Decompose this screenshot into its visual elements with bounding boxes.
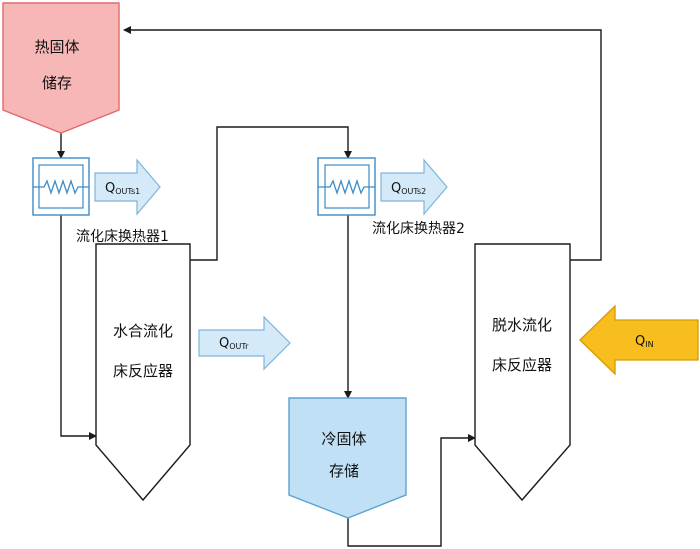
heat-exchanger-2-coil-icon xyxy=(318,178,375,196)
heat-exchanger-2 xyxy=(317,157,376,216)
dehydration-reactor-shape xyxy=(474,243,571,502)
q-out-s2-text: QOUTs2 xyxy=(391,181,426,196)
q-out-r-main: Q xyxy=(219,336,229,351)
cold-storage-line1: 冷固体 xyxy=(321,430,366,448)
hot-storage: 热固体 储存 xyxy=(2,2,120,134)
q-out-s1-arrow: QOUTs1 xyxy=(94,158,161,216)
q-in-arrow-shape xyxy=(579,304,699,376)
hot-storage-line1: 热固体 xyxy=(34,38,79,56)
q-in-arrow: QIN xyxy=(579,304,699,376)
q-out-s2-main: Q xyxy=(391,181,401,196)
q-out-s1-main: Q xyxy=(105,181,115,196)
dehydration-reactor: 脱水流化 床反应器 xyxy=(474,243,571,502)
heat-exchanger-1-label: 流化床换热器1 xyxy=(76,228,169,245)
flow-lines xyxy=(57,26,602,547)
q-out-s1-text: QOUTs1 xyxy=(105,181,140,196)
heat-exchanger-2-label: 流化床换热器2 xyxy=(372,220,465,237)
line-hx1-to-hydration-reactor xyxy=(60,215,97,440)
hydration-reactor: 水合流化 床反应器 xyxy=(95,243,191,502)
q-out-r-sub: OUTr xyxy=(229,342,249,351)
cold-storage-shape xyxy=(288,397,407,519)
line-dehydration-to-hot xyxy=(123,26,602,261)
line-cold-to-dehydration xyxy=(347,434,476,547)
q-out-s2-arrow-shape xyxy=(380,158,448,216)
hot-storage-line2: 储存 xyxy=(42,74,72,92)
hot-storage-shape xyxy=(2,2,120,134)
q-out-s2-sub: OUTs2 xyxy=(401,187,426,196)
q-out-r-arrow-shape xyxy=(198,315,291,371)
q-in-main: Q xyxy=(635,334,645,349)
q-in-text: QIN xyxy=(635,334,654,349)
hydration-reactor-line2: 床反应器 xyxy=(113,362,173,380)
hydration-reactor-line1: 水合流化 xyxy=(113,322,173,340)
heat-exchanger-1 xyxy=(32,157,90,216)
cold-storage-line2: 存储 xyxy=(329,462,359,480)
hydration-reactor-shape xyxy=(95,243,191,502)
cold-storage: 冷固体 存储 xyxy=(288,397,407,519)
q-out-s1-sub: OUTs1 xyxy=(115,187,140,196)
q-out-r-text: QOUTr xyxy=(219,336,249,351)
q-out-s1-arrow-shape xyxy=(94,158,161,216)
line-hydration-to-hx2 xyxy=(190,126,352,261)
dehydration-reactor-line2: 床反应器 xyxy=(492,356,552,374)
q-out-s2-arrow: QOUTs2 xyxy=(380,158,448,216)
dehydration-reactor-line1: 脱水流化 xyxy=(492,316,552,334)
q-out-r-arrow: QOUTr xyxy=(198,315,291,371)
q-in-sub: IN xyxy=(645,340,653,349)
heat-exchanger-1-coil-icon xyxy=(33,178,89,196)
